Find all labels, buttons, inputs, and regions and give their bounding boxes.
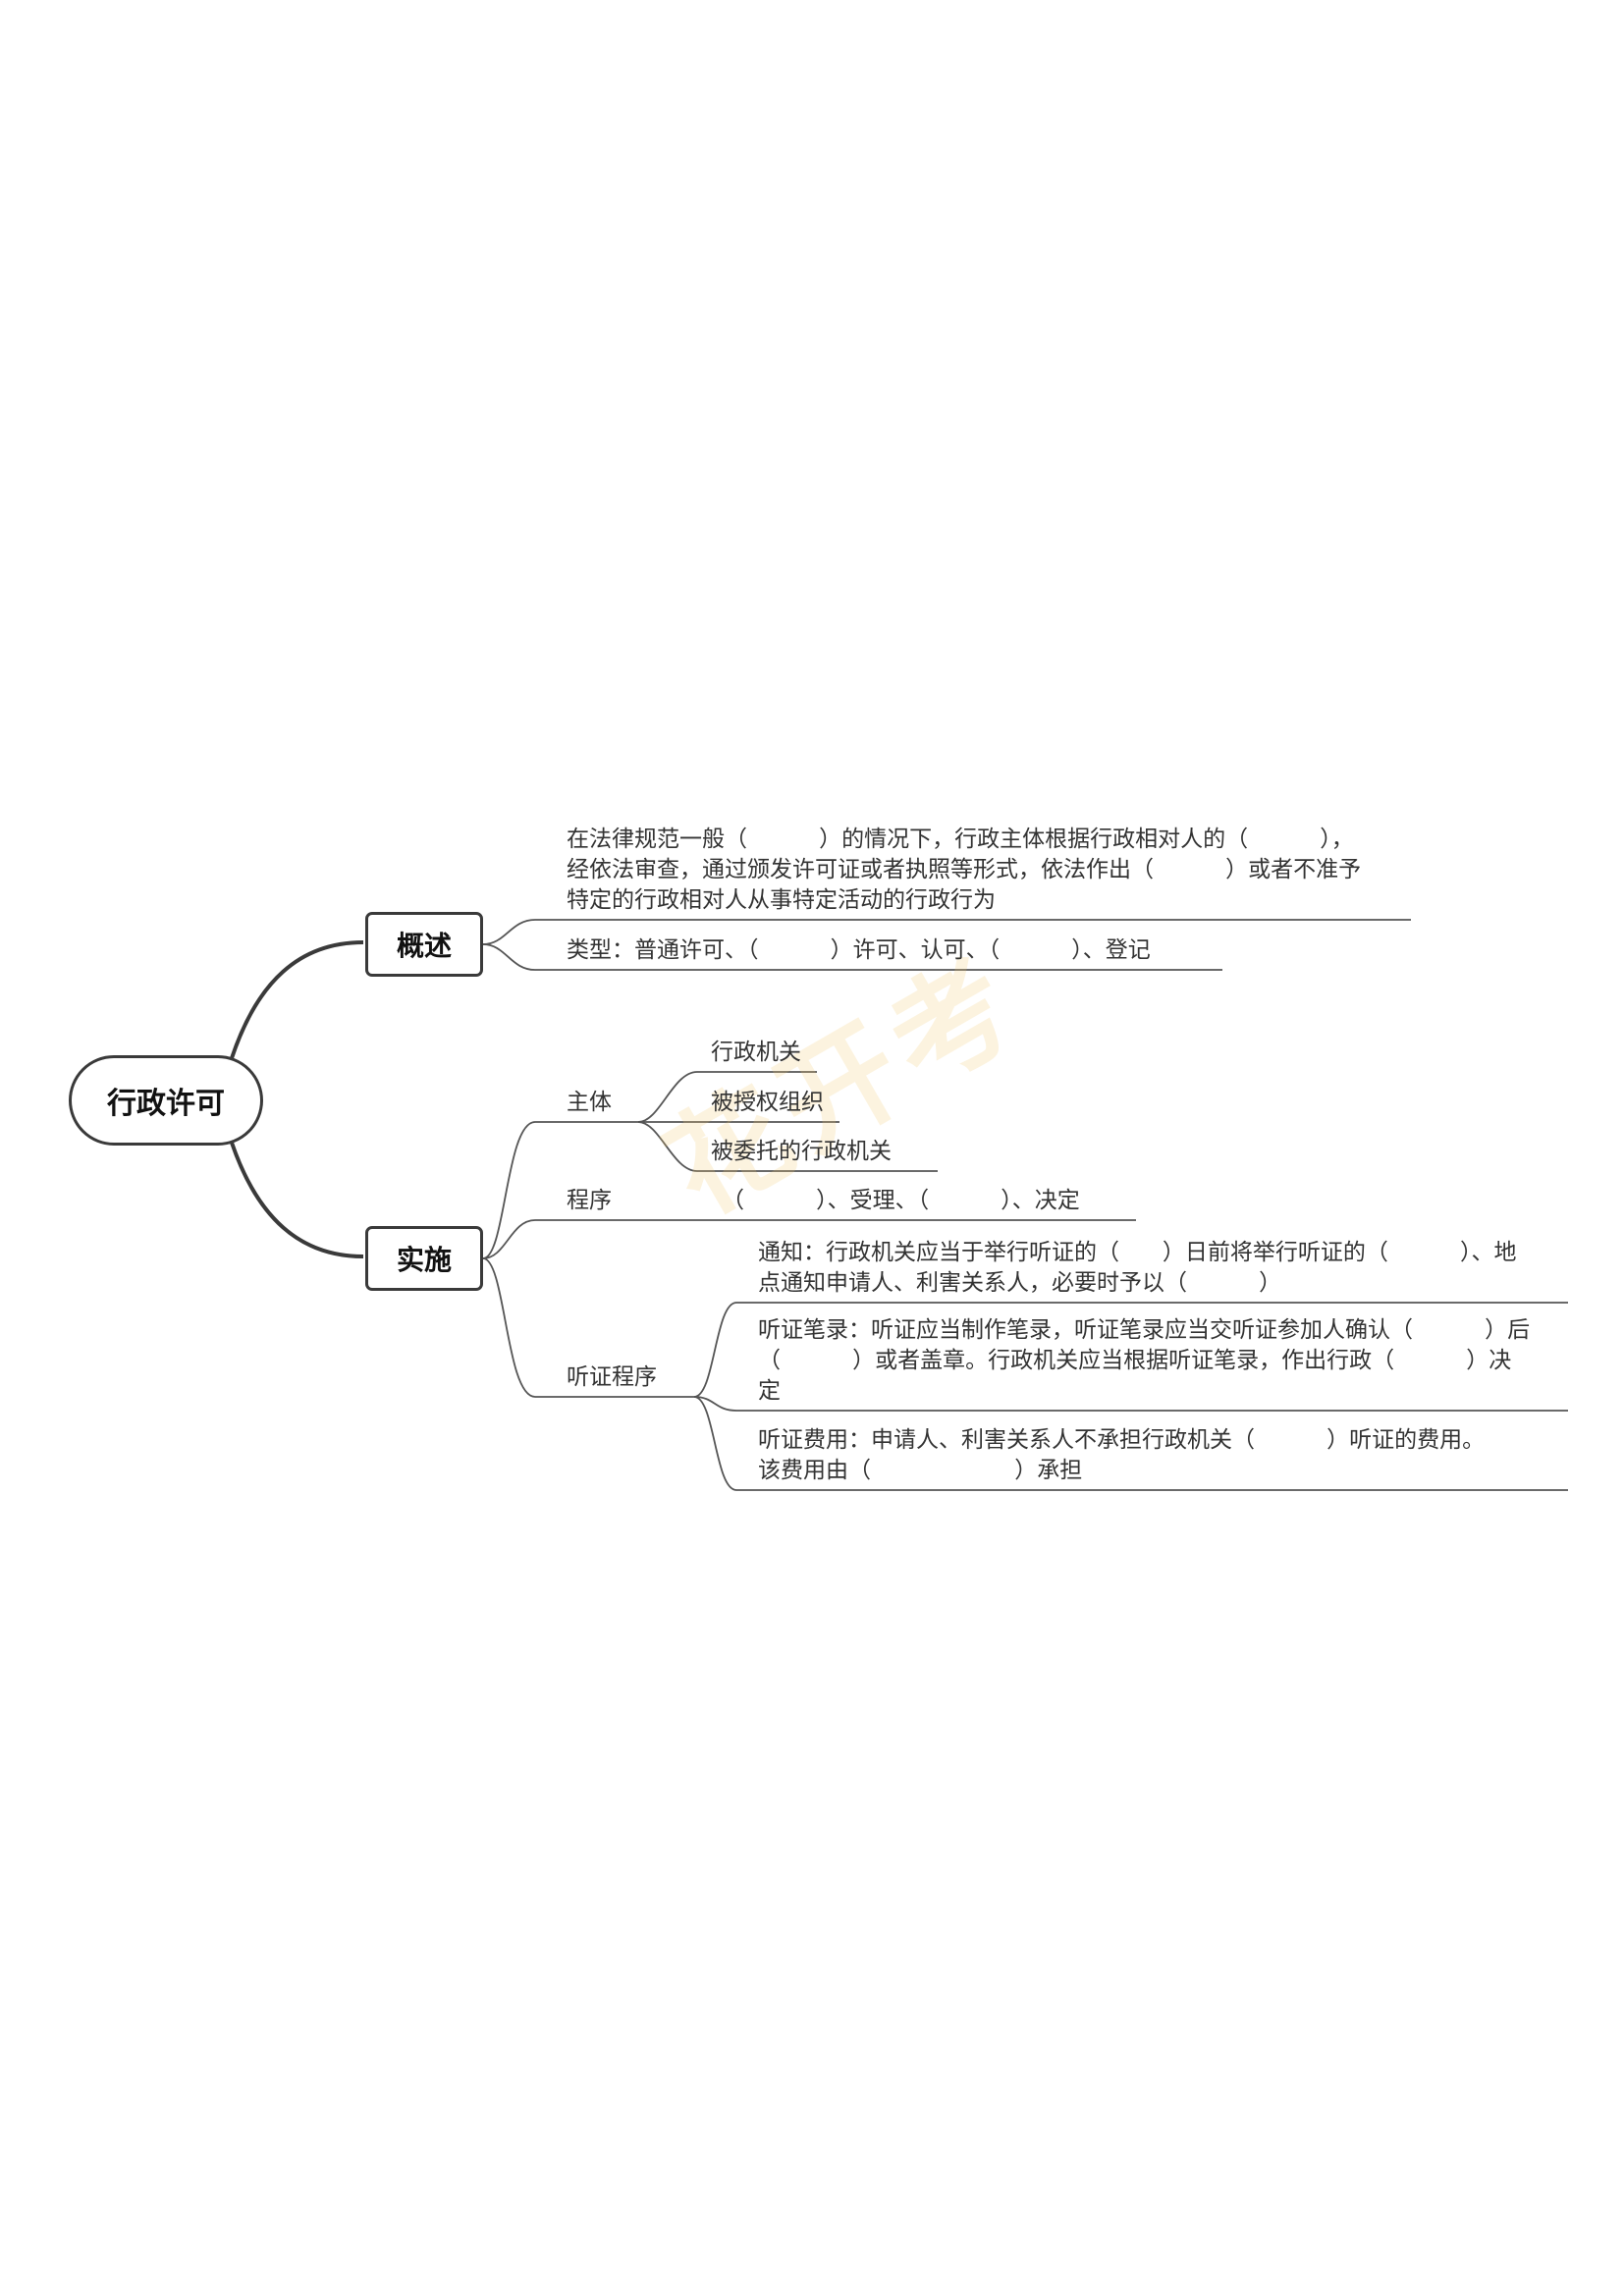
definition-line-1: 在法律规范一般（ ）的情况下，行政主体根据行政相对人的（ ）， <box>567 827 1354 852</box>
connector-impl-hearing <box>482 1257 694 1398</box>
record-line-3: 定 <box>758 1378 781 1404</box>
notice-line-1: 通知：行政机关应当于举行听证的（ ）日前将举行听证的（ ）、地 <box>758 1240 1517 1265</box>
subject-item-2: 被授权组织 <box>711 1090 824 1115</box>
connector-root-implementation <box>230 1142 364 1258</box>
procedure-text: （ ）、受理、（ ）、决定 <box>722 1188 1080 1213</box>
definition-line-2: 经依法审查，通过颁发许可证或者执照等形式，依法作出（ ）或者不准予 <box>567 857 1362 882</box>
connector-overview-types <box>482 943 1222 971</box>
connector-impl-subject <box>482 1121 638 1259</box>
connector-root-overview <box>230 940 364 1059</box>
connector-overview-definition <box>482 919 1411 945</box>
record-line-2: （ ）或者盖章。行政机关应当根据听证笔录，作出行政（ ）决 <box>758 1348 1512 1373</box>
subject-label: 主体 <box>567 1090 612 1115</box>
definition-line-3: 特定的行政相对人从事特定活动的行政行为 <box>567 887 996 913</box>
subject-item-1: 行政机关 <box>711 1040 801 1065</box>
subject-item-3: 被委托的行政机关 <box>711 1139 892 1164</box>
fee-line-1: 听证费用：申请人、利害关系人不承担行政机关（ ）听证的费用。 <box>758 1427 1486 1453</box>
root-node[interactable]: 行政许可 <box>69 1055 263 1146</box>
notice-line-2: 点通知申请人、利害关系人，必要时予以（ ） <box>758 1270 1282 1296</box>
record-line-1: 听证笔录：听证应当制作笔录，听证笔录应当交听证参加人确认（ ）后 <box>758 1317 1531 1343</box>
connector-hearing-notice <box>693 1302 1568 1398</box>
procedure-label: 程序 <box>567 1188 612 1213</box>
types-text: 类型：普通许可、（ ）许可、认可、（ ）、登记 <box>567 937 1151 963</box>
fee-line-2: 该费用由（ ）承担 <box>758 1458 1083 1483</box>
overview-node[interactable]: 概述 <box>365 912 483 977</box>
connector-subject-item-1 <box>637 1071 817 1123</box>
connector-hearing-record <box>693 1396 1568 1412</box>
implementation-node[interactable]: 实施 <box>365 1226 483 1291</box>
connector-subject-item-3 <box>637 1121 938 1172</box>
hearing-label: 听证程序 <box>567 1364 657 1390</box>
connector-impl-procedure <box>482 1219 1136 1259</box>
connector-hearing-fee <box>693 1396 1568 1491</box>
